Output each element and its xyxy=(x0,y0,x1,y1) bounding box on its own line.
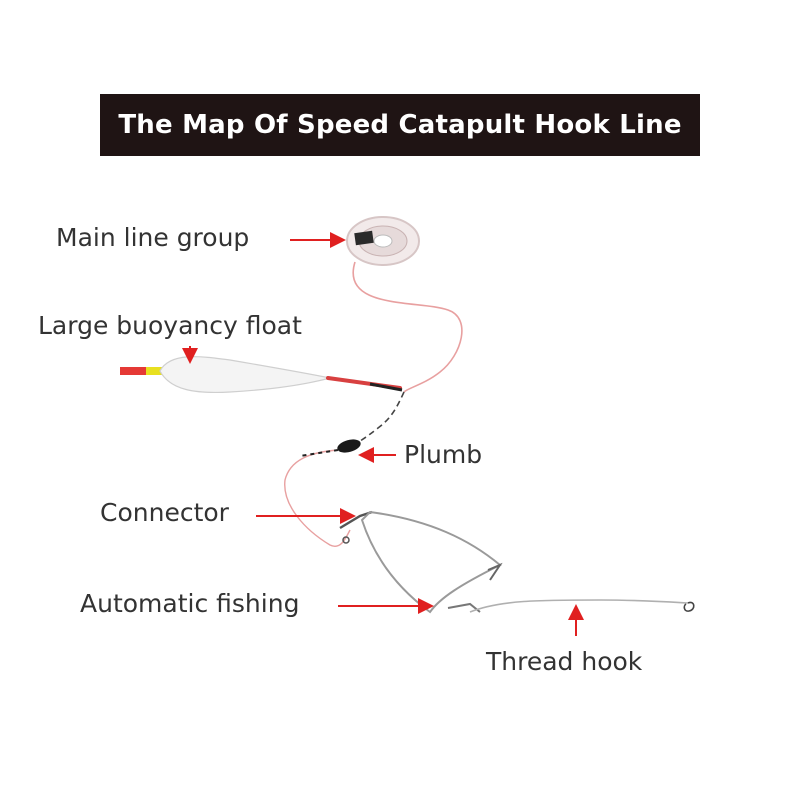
main-line xyxy=(352,261,463,393)
label-automatic-fishing: Automatic fishing xyxy=(80,589,300,618)
catapult-frame xyxy=(360,510,503,614)
thread-hook xyxy=(469,599,695,613)
label-thread-hook: Thread hook xyxy=(486,647,643,676)
label-main-line-group: Main line group xyxy=(56,223,250,252)
main-line-spool xyxy=(346,216,420,266)
plumb-weight xyxy=(337,439,361,453)
title-banner: The Map Of Speed Catapult Hook Line xyxy=(100,94,700,156)
diagram-title: The Map Of Speed Catapult Hook Line xyxy=(118,110,682,140)
label-large-buoyancy-float: Large buoyancy float xyxy=(38,311,302,340)
lower-line xyxy=(351,391,405,447)
label-plumb: Plumb xyxy=(404,440,483,469)
leader-line xyxy=(284,449,351,547)
label-connector: Connector xyxy=(100,498,229,527)
buoyancy-float xyxy=(120,356,403,394)
